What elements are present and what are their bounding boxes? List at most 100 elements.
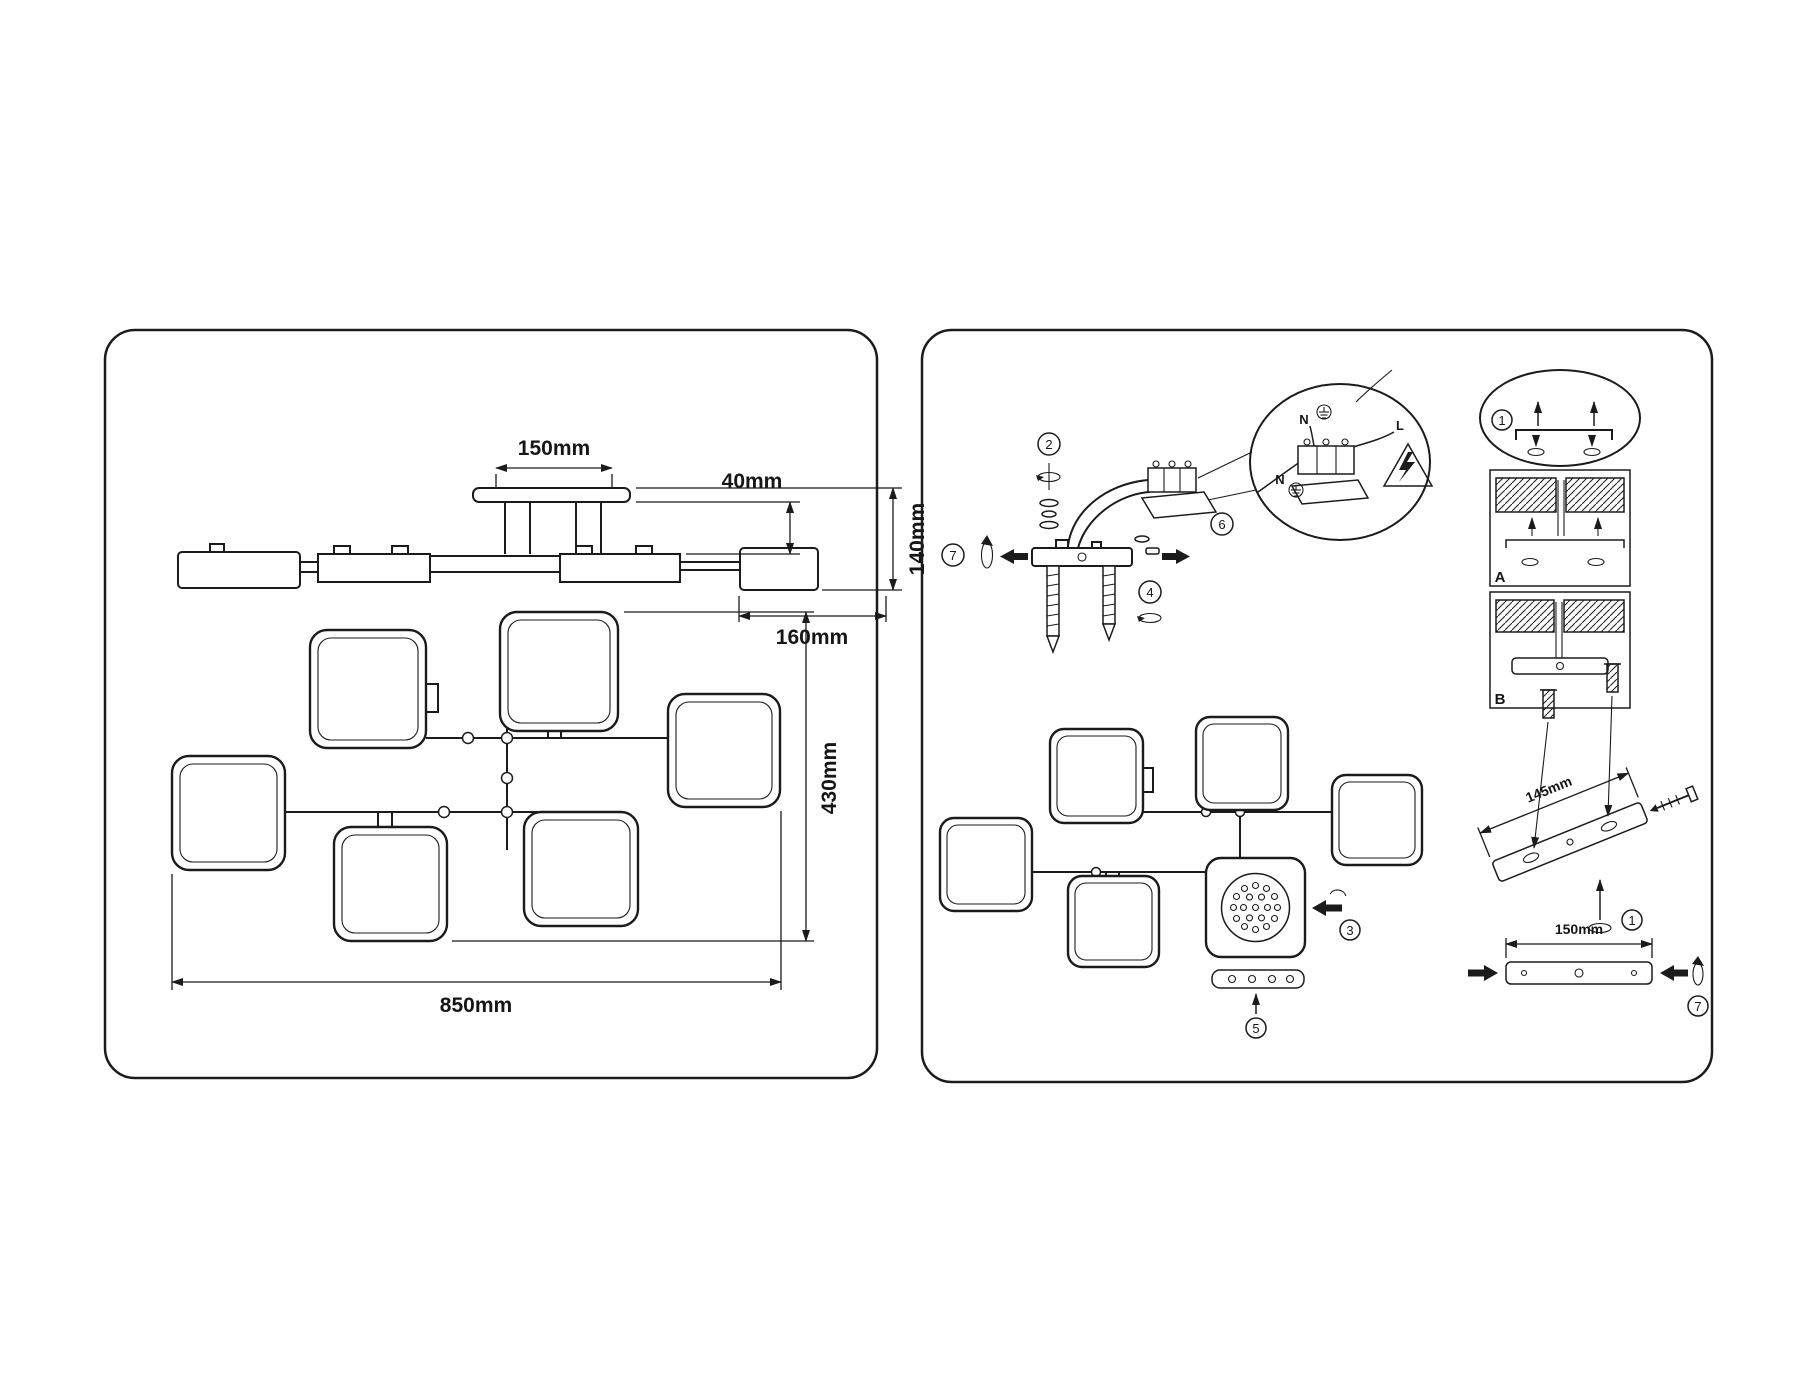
shade-square [1194,715,1290,812]
shade-square [938,816,1034,913]
ceiling-slab [1495,599,1555,633]
zoom-leader-line [1207,489,1257,501]
plan-width-label: 850mm [440,994,512,1017]
lamp-tab [575,545,593,555]
anchor-hole [1587,557,1605,567]
neutral-label: N [1275,472,1284,487]
canopy-plate [1511,657,1609,675]
arm-segment [317,553,431,583]
anchor-hole [1521,557,1539,567]
insert-arrow [1604,695,1613,817]
arm-joint [500,805,514,819]
screw [1649,785,1699,812]
plan-shades [170,610,782,943]
ceiling-slab [1565,477,1625,513]
wire [1257,461,1301,493]
total-height-label: 140mm [906,503,929,575]
canopy-bar [1505,961,1653,985]
ceiling-slab [1563,599,1625,633]
threaded-rod [1101,565,1117,643]
arm-joint [500,771,514,785]
shade-square [332,825,449,943]
installation-panel: 2 7 [920,328,1714,1084]
terminal-block [1140,460,1218,519]
shade-square [522,810,640,928]
arm-segment [559,553,681,583]
step-2-badge [1037,432,1061,456]
supply-wire [1067,479,1149,547]
twist-arrow [1312,889,1347,916]
lamp-tab [635,545,653,555]
lamp-tab [333,545,351,555]
arm-joint [461,731,475,745]
bracket-profile [1515,429,1613,440]
canopy-hole [1574,968,1584,978]
exploded-mounting-assembly: 2 7 [941,432,1257,655]
screw-rotate-icon [1137,612,1162,624]
arm-joint [500,731,514,745]
post-height-label: 40mm [722,470,783,493]
step-4-number: 4 [1146,585,1153,600]
slide-arrow-right [1468,965,1498,981]
cover-strip [1211,969,1305,989]
step-1-number: 1 [1628,913,1635,928]
shade-square [1066,874,1161,969]
zoom-ellipse [1249,383,1431,541]
wire [1349,431,1395,449]
shade-install-plan: 3 5 [938,715,1424,1039]
screw-rotate-icon [1036,463,1061,490]
canopy-bar-step: 150mm 7 [1468,921,1709,1017]
arm-connector [299,561,319,573]
variant-b-box [1489,591,1631,709]
plan-view: 430mm 850mm [170,610,841,1017]
variant-a-label: A [1495,569,1506,586]
canopy-hole [1555,661,1565,671]
zoom-leader-line [1197,451,1253,479]
mounting-bracket [1031,547,1133,567]
shade-profile-right [739,547,819,591]
shade-profile-left [177,551,301,589]
shade-square [1048,727,1145,825]
dimensions-panel: 150mm [103,328,929,1080]
led-dots [1229,881,1282,934]
anchor-hole [1527,447,1545,457]
step-1-badge [1491,409,1513,431]
bracket-anchor-step: 145mm 1 [1477,663,1699,934]
arm-assembly-side [177,543,819,591]
step-5-number: 5 [1252,1021,1259,1036]
shade-width-label: 160mm [776,626,848,649]
shade-square [308,628,428,750]
step-3-badge [1339,919,1361,941]
ground-symbol [1288,482,1304,498]
shade-square [170,754,287,872]
neutral-label: N [1299,412,1308,427]
canopy-length-label: 150mm [1555,921,1603,937]
ceiling-fixing-step: 1 [1479,369,1641,467]
wall-plug [1604,663,1621,693]
variant-a-box [1489,469,1631,587]
step-7-badge [1687,995,1709,1017]
threaded-rod [1045,565,1061,655]
live-label: L [1396,418,1404,433]
dimension-shade-width: 160mm [738,596,887,649]
small-screw [1134,535,1160,555]
right-panel-border [920,328,1714,1084]
step-7-number: 7 [1694,999,1701,1014]
arm-stem [1142,767,1154,793]
insert-arrow [1531,721,1549,849]
dimension-post-height: 40mm [636,470,800,555]
canopy-screw [1520,969,1528,977]
step-5-badge [1245,1017,1267,1039]
wire [1309,425,1315,447]
step-7-badge [941,543,965,567]
wiring-zoom-bubble: N L N [1249,369,1434,541]
arm-stem [425,683,439,713]
bracket-hole [1077,552,1087,562]
canopy-screw [1630,969,1638,977]
washer-stack [1039,498,1059,530]
canopy-plate-side [472,487,631,503]
dimension-plan-depth: 430mm [452,611,841,942]
wall-plug [1540,689,1557,719]
